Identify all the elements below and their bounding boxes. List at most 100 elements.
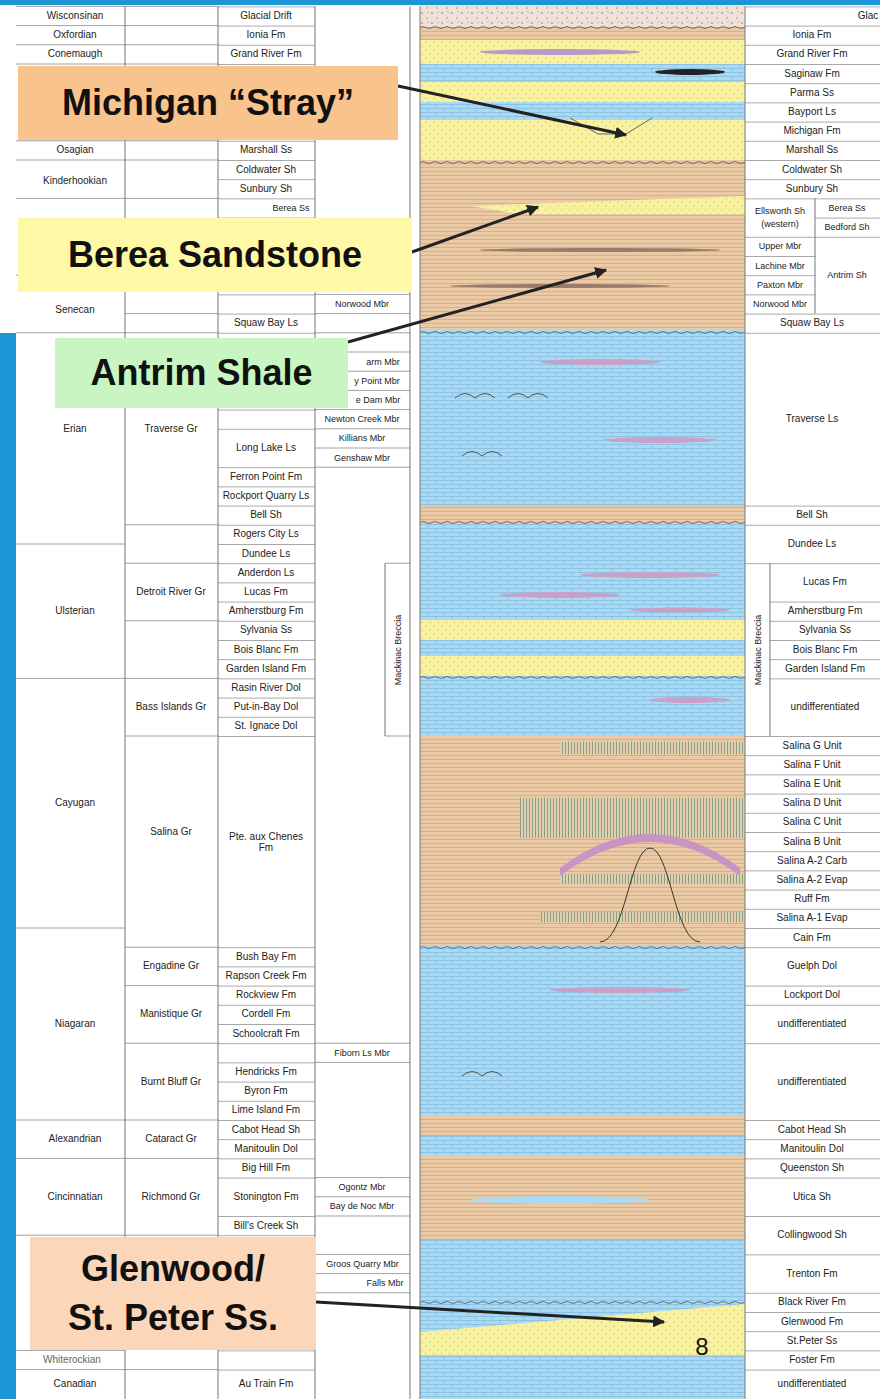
formation-name: Utica Sh <box>793 1191 831 1203</box>
formation-name: Bayport Ls <box>788 106 836 118</box>
formation-name: Ionia Fm <box>793 29 832 41</box>
formation-name: Rapson Creek Fm <box>225 970 306 982</box>
shale-streak <box>480 248 720 252</box>
member-name: Norwood Mbr <box>753 299 807 309</box>
member-name: Berea Ss <box>828 203 865 213</box>
formation-name: Ruff Fm <box>794 893 829 905</box>
member-name: arm Mbr <box>366 356 400 366</box>
series-name: Senecan <box>55 304 94 316</box>
formation-name: Salina G Unit <box>783 740 842 752</box>
group-name: Burnt Bluff Gr <box>141 1076 201 1088</box>
formation-name: Salina F Unit <box>783 759 840 771</box>
formation-name: Anderdon Ls <box>238 567 295 579</box>
series-name: Erian <box>63 423 86 435</box>
formation-name: Trenton Fm <box>786 1268 837 1280</box>
member-name: Killians Mbr <box>339 433 386 443</box>
formation-name: Sunbury Sh <box>786 183 838 195</box>
formation-name: Dundee Ls <box>788 538 836 550</box>
formation-name: Cain Fm <box>793 932 831 944</box>
member-name: Lachine Mbr <box>755 260 805 270</box>
member-name: Ellsworth Sh <box>755 206 805 216</box>
unconformity <box>420 1300 745 1305</box>
sandstone-layer <box>420 620 745 640</box>
breccia-name: Mackinac Breccia <box>753 614 763 685</box>
formation-name: Schoolcraft Fm <box>232 1028 299 1040</box>
shale-lens <box>540 359 660 365</box>
formation-name: Bell Sh <box>796 509 828 521</box>
series-name: Conemaugh <box>48 49 102 61</box>
formation-name: Coldwater Sh <box>782 164 842 176</box>
formation-name: Amherstburg Fm <box>788 605 862 617</box>
series-name: Wisconsinan <box>47 10 104 22</box>
series-name: Cincinnatian <box>47 1191 102 1203</box>
limestone-lens <box>470 1196 650 1204</box>
unconformity <box>420 675 745 680</box>
table-gap <box>746 1058 880 1105</box>
table-gap <box>746 578 770 728</box>
formation-name: Lime Island Fm <box>232 1105 300 1117</box>
formation-name: Long Lake Ls <box>236 442 296 454</box>
member-name: Falls Mbr <box>366 1278 403 1288</box>
formation-name: Cordell Fm <box>242 1009 291 1021</box>
formation-name: Salina A-1 Evap <box>776 913 847 925</box>
formation-name: Sylvania Ss <box>799 625 851 637</box>
member-name: Fiborn Ls Mbr <box>334 1048 390 1058</box>
formation-name: Byron Fm <box>244 1085 287 1097</box>
formation-name: Grand River Fm <box>776 49 847 61</box>
series-name: Osagian <box>56 145 93 157</box>
limestone-layer <box>420 64 745 82</box>
shale-lens <box>630 608 730 613</box>
formation-name: Salina A-2 Carb <box>777 855 847 867</box>
formation-name: Pte. aux Chenes Fm <box>226 830 306 853</box>
formation-name: Rasin River Dol <box>231 682 300 694</box>
shale-layer <box>420 160 745 330</box>
formation-name: undifferentiated <box>778 1076 847 1088</box>
formation-name: Lockport Dol <box>784 989 840 1001</box>
group-name: Traverse Gr <box>145 423 198 435</box>
formation-name: Bill's Creek Sh <box>234 1220 299 1232</box>
unconformity <box>420 945 745 950</box>
shale-lens <box>580 572 720 578</box>
series-name: Kinderhookian <box>43 175 107 187</box>
formation-name: undifferentiated <box>778 1378 847 1390</box>
unconformity <box>420 25 745 30</box>
table-rows <box>218 6 315 1380</box>
formation-name: Saginaw Fm <box>784 68 840 80</box>
formation-name: Manitoulin Dol <box>780 1143 843 1155</box>
formation-name: Bois Blanc Fm <box>234 644 298 656</box>
member-name: Upper Mbr <box>759 241 802 251</box>
side-bar <box>0 333 16 1399</box>
salt-dome-outline <box>600 848 700 942</box>
table-rule <box>125 6 218 1369</box>
formation-name: Bush Bay Fm <box>236 951 296 963</box>
limestone-layer <box>420 523 745 620</box>
formation-name: undifferentiated <box>778 1018 847 1030</box>
formation-name: Salina B Unit <box>783 836 841 848</box>
callout-text: Michigan “Stray” <box>62 79 354 128</box>
formation-name: Au Train Fm <box>239 1378 293 1390</box>
member-name: Ogontz Mbr <box>338 1182 385 1192</box>
formation-name: Marshall Ss <box>786 145 838 157</box>
breccia-name: Mackinac Breccia <box>392 614 402 685</box>
member-name: Bay de Noc Mbr <box>330 1201 395 1211</box>
shale-streak <box>450 284 670 288</box>
formation-name: Queenston Sh <box>780 1162 844 1174</box>
formation-name: Sylvania Ss <box>240 625 292 637</box>
formation-name: Cabot Head Sh <box>778 1124 846 1136</box>
formation-name: Guelph Dol <box>787 961 837 973</box>
formation-name: undifferentiated <box>791 701 860 713</box>
evaporite-layer <box>560 874 745 884</box>
formation-name: Dundee Ls <box>242 548 290 560</box>
series-name: Oxfordian <box>53 29 96 41</box>
shale-layer <box>420 1116 745 1136</box>
callout-box: Antrim Shale <box>55 338 348 408</box>
shale-lens <box>480 49 640 55</box>
formation-name: Sunbury Sh <box>240 183 292 195</box>
member-name: Paxton Mbr <box>757 280 803 290</box>
salt-dome-cap <box>560 834 740 876</box>
formation-name: Ionia Fm <box>247 29 286 41</box>
formation-name: Glenwood Fm <box>781 1316 843 1328</box>
evaporite-layer <box>540 912 745 922</box>
formation-name: Salina C Unit <box>783 817 841 829</box>
